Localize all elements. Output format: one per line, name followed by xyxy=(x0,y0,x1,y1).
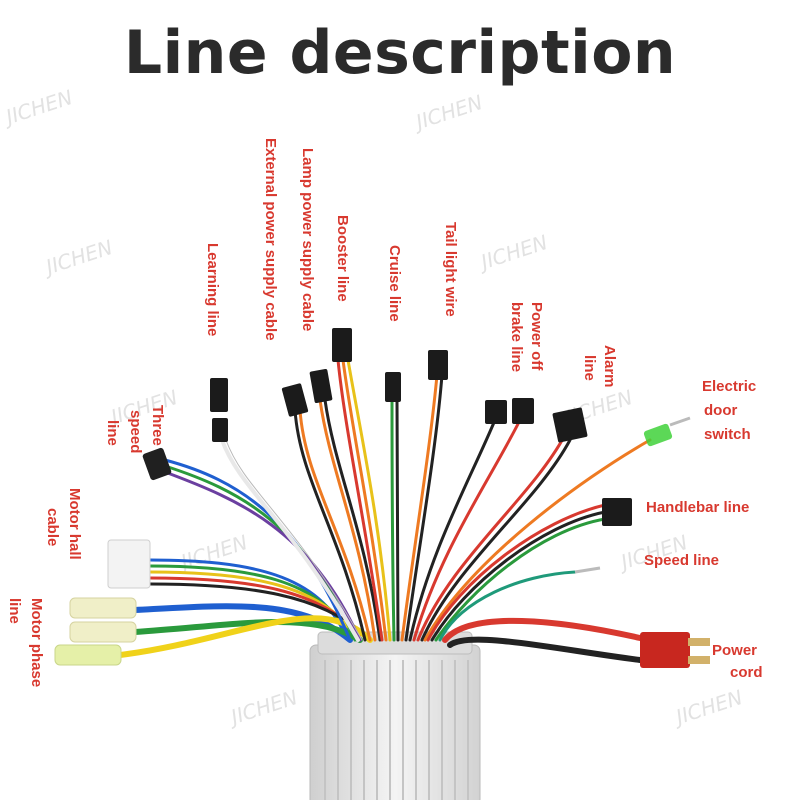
tail-light-wire xyxy=(404,373,444,642)
lamp-power-wire xyxy=(318,398,377,642)
learning-connector xyxy=(210,378,228,412)
alarm-line-label-1: Alarm xyxy=(601,345,618,388)
motor-phase-connector xyxy=(69,597,137,619)
external-power-connector xyxy=(281,383,309,417)
connectors xyxy=(54,328,710,668)
power-cord-connector xyxy=(640,632,690,668)
booster-wire xyxy=(336,358,384,642)
brake-wire xyxy=(412,418,522,642)
brake-wire xyxy=(408,418,497,642)
controller-housing xyxy=(309,631,481,800)
door-switch-wire xyxy=(423,438,652,642)
learning-line-label: Learning line xyxy=(204,243,221,337)
three-speed-wire xyxy=(163,458,352,642)
three-speed-label-2: speed xyxy=(127,410,144,454)
handlebar-connector xyxy=(602,498,632,526)
motor-hall-label-2: cable xyxy=(44,508,61,547)
cruise-line-label: Cruise line xyxy=(386,245,403,322)
booster-wire xyxy=(346,358,392,642)
handlebar-line-label: Handlebar line xyxy=(646,499,750,516)
electric-door-label-2: door xyxy=(704,402,738,419)
lamp-power-label: Lamp power supply cable xyxy=(299,148,316,332)
motor-hall-connector xyxy=(107,539,151,589)
speed-wire xyxy=(438,570,577,642)
alarm-line-label-2: line xyxy=(581,355,598,381)
lamp-power-wire xyxy=(323,398,382,642)
external-power-label: External power supply cable xyxy=(262,138,279,341)
power-cord-label-1: Power xyxy=(712,642,758,659)
booster-connector xyxy=(332,328,352,362)
handlebar-wire xyxy=(434,517,607,642)
motor-phase-label-1: Motor phase xyxy=(28,598,45,688)
tail-light-label: Tail light wire xyxy=(442,222,459,317)
external-power-wire xyxy=(293,408,367,642)
brake-connector xyxy=(512,398,534,424)
brake-connector xyxy=(485,400,507,424)
three-speed-label-1: Three xyxy=(149,405,166,446)
alarm-wire xyxy=(416,433,567,642)
external-power-wire xyxy=(298,408,372,642)
motor-hall-label-1: Motor hall xyxy=(66,488,83,560)
speed-line-label: Speed line xyxy=(644,552,720,569)
cruise-connector xyxy=(385,372,401,402)
cruise-wire xyxy=(390,398,396,642)
handlebar-wire xyxy=(426,503,607,642)
brake-line-label-2: brake line xyxy=(508,302,525,373)
lamp-power-connector xyxy=(309,368,333,404)
booster-wire xyxy=(341,358,388,642)
power-cord-wire xyxy=(447,636,643,663)
power-cord-wire xyxy=(442,617,643,643)
motor-phase-connector xyxy=(54,644,122,666)
three-speed-label-3: line xyxy=(104,420,121,446)
tail-light-wire xyxy=(400,373,439,642)
motor-phase-label-2: line xyxy=(6,598,23,624)
learning-wire xyxy=(220,438,360,642)
alarm-connector xyxy=(552,407,588,443)
three-speed-connector xyxy=(142,447,172,481)
electric-door-label-1: Electric xyxy=(702,378,757,395)
booster-line-label: Booster line xyxy=(334,215,351,302)
alarm-wire xyxy=(420,438,572,642)
tail-light-connector xyxy=(428,350,448,380)
power-cord-label-2: cord xyxy=(730,664,763,681)
page-title: Line description xyxy=(123,18,677,88)
learning-wire xyxy=(225,439,363,641)
motor-phase-connector xyxy=(69,621,137,643)
three-speed-wire xyxy=(163,464,357,642)
cruise-wire xyxy=(395,398,400,642)
learning-connector xyxy=(212,418,228,442)
door-switch-connector xyxy=(643,423,673,447)
handlebar-wire xyxy=(430,510,607,642)
electric-door-label-3: switch xyxy=(704,426,751,443)
brake-line-label-1: Power off xyxy=(528,302,545,371)
